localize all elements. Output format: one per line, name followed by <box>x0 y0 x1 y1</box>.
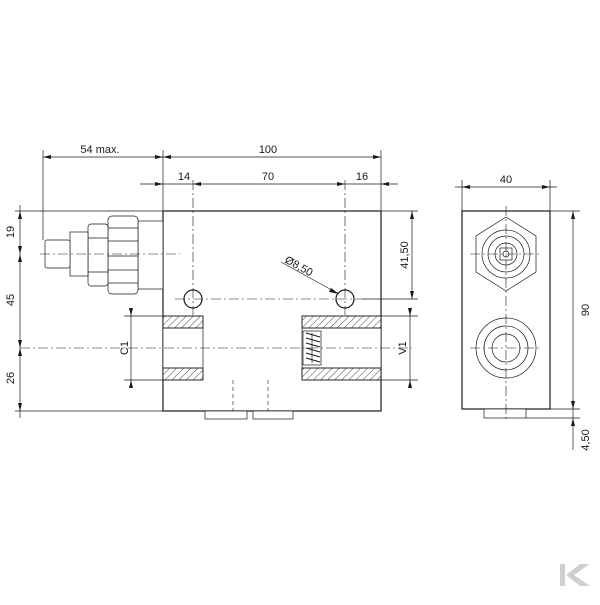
dim-side-width: 40 <box>500 174 512 186</box>
dim-side-height: 90 <box>580 304 592 316</box>
dim-left-middle: 45 <box>5 294 17 306</box>
side-bottom-boss <box>483 408 527 419</box>
valve-body <box>162 210 382 412</box>
dim-bottom-offset: 4,50 <box>580 429 592 450</box>
dim-hole-depth: 41,50 <box>399 241 411 269</box>
brand-logo <box>560 564 590 586</box>
dim-port-offset-left: 14 <box>178 171 190 183</box>
bottom-tab-right <box>252 410 294 420</box>
dim-adjuster-max: 54 max. <box>80 144 119 156</box>
front-view <box>20 180 412 420</box>
dim-left-top: 19 <box>5 226 17 238</box>
dim-port-spacing: 70 <box>262 171 274 183</box>
dim-port-offset-right: 16 <box>356 171 368 183</box>
dim-overall-length: 100 <box>259 144 277 156</box>
side-view: 40 90 4,50 <box>455 174 592 451</box>
pressure-adjuster <box>44 215 164 295</box>
dim-left-bottom: 26 <box>5 372 17 384</box>
port-label-v1: V1 <box>397 341 409 354</box>
port-label-c1: C1 <box>119 341 131 355</box>
bottom-tab-left <box>204 410 248 420</box>
